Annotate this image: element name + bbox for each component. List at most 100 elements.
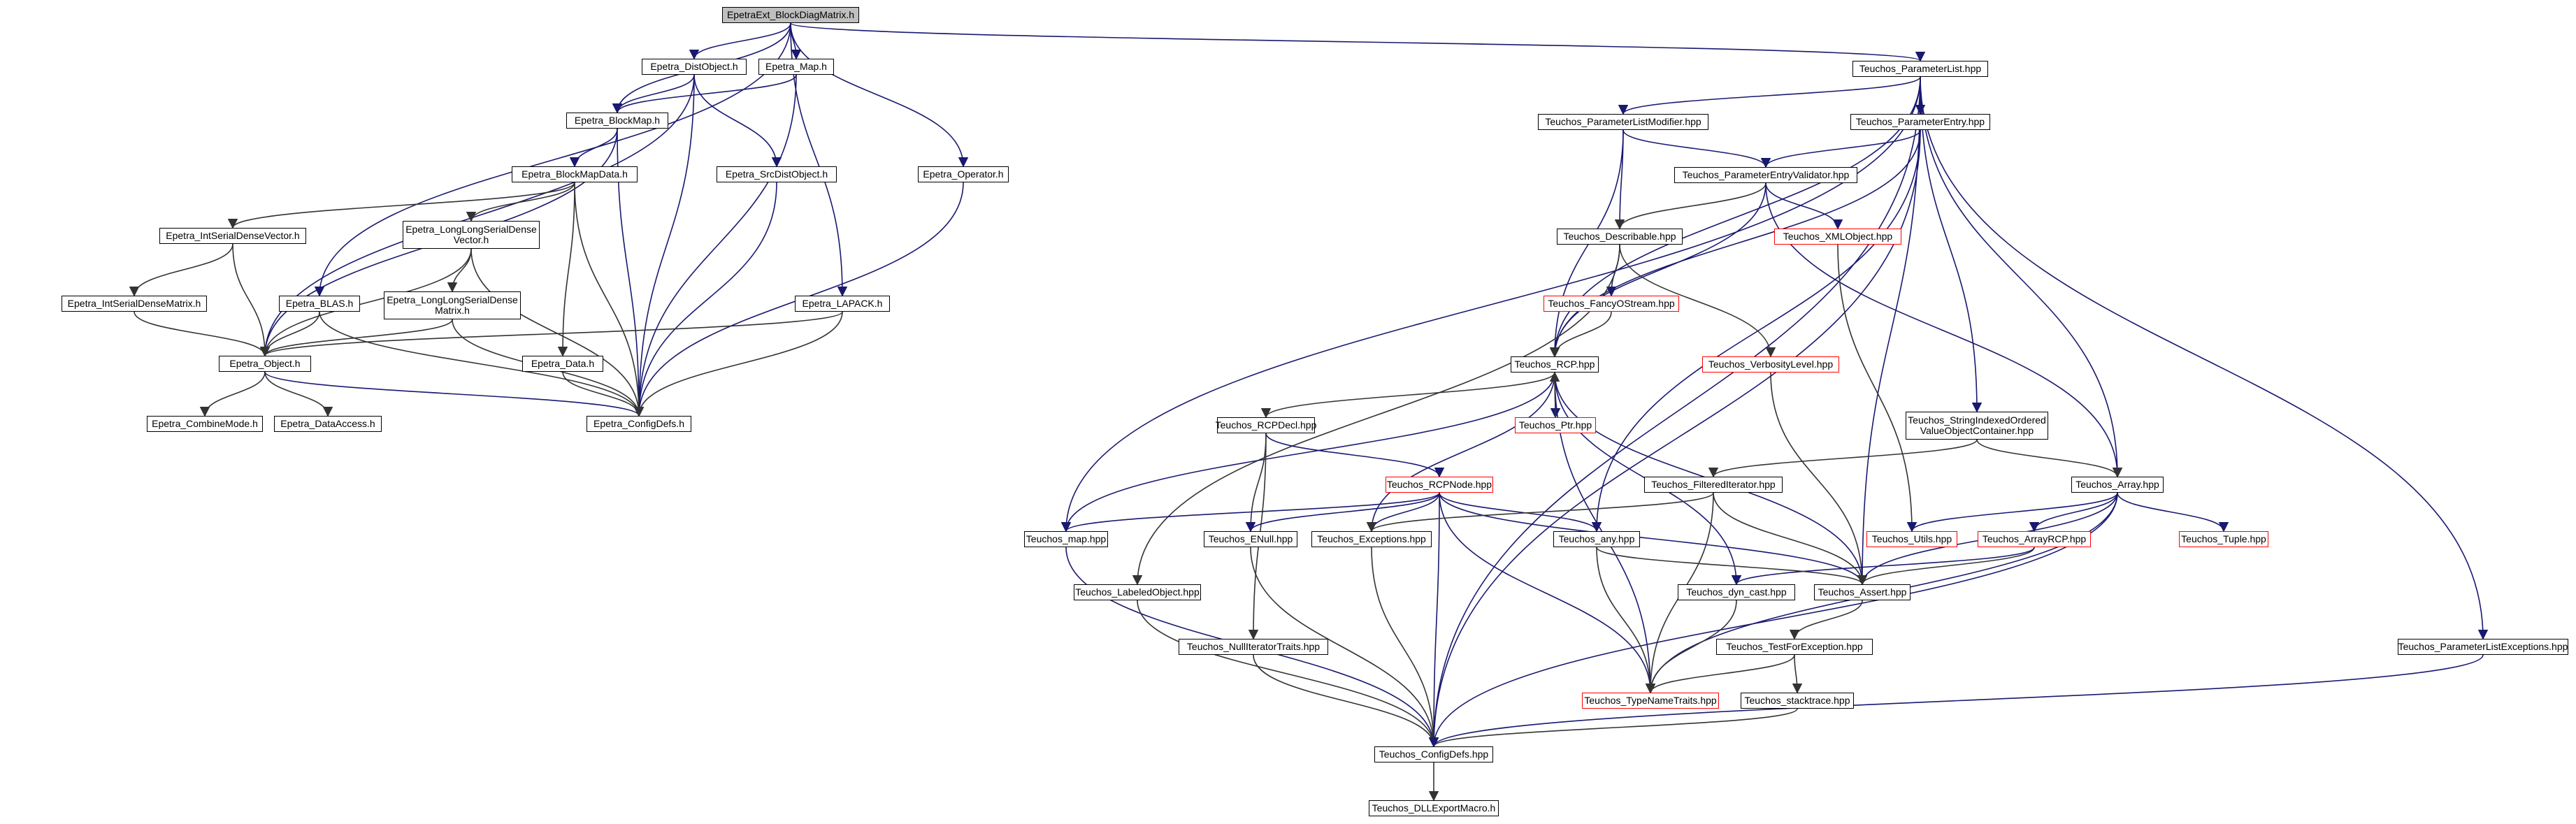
node-epetra-srcdistobject[interactable]: Epetra_SrcDistObject.h xyxy=(717,166,837,182)
edge-object-to-dataaccess xyxy=(264,371,333,417)
edge-plist-to-sio xyxy=(1920,76,1983,413)
edge-rcp-to-exc xyxy=(1366,372,1555,533)
node-epetra-longlongserialdensevector[interactable]: Epetra_LongLongSerialDense Vector.h xyxy=(403,221,540,249)
edge-array-to-utils xyxy=(1906,492,2118,533)
edge-intvec-to-object xyxy=(232,243,271,357)
edge-pentry-to-tconfig xyxy=(1428,129,1921,748)
node-epetra-blas[interactable]: Epetra_BLAS.h xyxy=(279,296,360,312)
edge-pev-to-desc xyxy=(1614,182,1766,230)
edge-arcp-to-dyncast xyxy=(1732,547,2035,586)
edge-array-to-arcp xyxy=(2029,492,2118,533)
node-teuchos-parameterentry[interactable]: Teuchos_ParameterEntry.hpp xyxy=(1850,114,1990,130)
node-teuchos-stringindexedorderedvalueobjectcontainer[interactable]: Teuchos_StringIndexedOrdered ValueObject… xyxy=(1906,412,2048,440)
node-teuchos-arrayrcp[interactable]: Teuchos_ArrayRCP.hpp xyxy=(1978,531,2091,547)
edge-blas-to-configdefs xyxy=(319,311,645,417)
node-teuchos-parameterlistmodifier[interactable]: Teuchos_ParameterListModifier.hpp xyxy=(1538,114,1708,130)
edge-root-to-distobj xyxy=(689,22,791,60)
edge-map-to-blockmap xyxy=(612,74,797,114)
node-teuchos-any[interactable]: Teuchos_any.hpp xyxy=(1553,531,1640,547)
node-teuchos-xmlobject[interactable]: Teuchos_XMLObject.hpp xyxy=(1774,229,1901,245)
node-teuchos-assert[interactable]: Teuchos_Assert.hpp xyxy=(1814,584,1911,600)
edge-testfor-to-stack xyxy=(1792,654,1803,694)
edge-stack-to-tconfig xyxy=(1429,708,1798,748)
node-epetra-blockmapdata[interactable]: Epetra_BlockMapData.h xyxy=(512,166,638,182)
node-epetra-combinemode[interactable]: Epetra_CombineMode.h xyxy=(147,416,263,432)
node-teuchos-verbositylevel[interactable]: Teuchos_VerbosityLevel.hpp xyxy=(1702,356,1839,373)
edge-plist-to-plistmod xyxy=(1618,76,1921,115)
node-epetra-configdefs[interactable]: Epetra_ConfigDefs.h xyxy=(587,416,691,432)
edge-intvec-to-intmat xyxy=(129,243,233,297)
edge-xml-to-utils xyxy=(1837,244,1917,533)
edge-root-to-blas xyxy=(314,22,791,297)
node-epetra-object[interactable]: Epetra_Object.h xyxy=(219,356,311,372)
node-teuchos-rcpdecl[interactable]: Teuchos_RCPDecl.hpp xyxy=(1216,417,1316,433)
node-teuchos-exceptions[interactable]: Teuchos_Exceptions.hpp xyxy=(1311,531,1432,547)
edge-sio-to-filt xyxy=(1708,439,1978,478)
node-teuchos-utils[interactable]: Teuchos_Utils.hpp xyxy=(1866,531,1957,547)
edge-llvec-to-object xyxy=(259,248,472,357)
node-teuchos-ptr[interactable]: Teuchos_Ptr.hpp xyxy=(1515,417,1596,433)
node-teuchos-rcpnode[interactable]: Teuchos_RCPNode.hpp xyxy=(1386,477,1493,493)
edge-rcp-to-tmap xyxy=(1060,372,1555,533)
node-teuchos-rcp[interactable]: Teuchos_RCP.hpp xyxy=(1511,356,1599,373)
node-teuchos-parameterlistexceptions[interactable]: Teuchos_ParameterListExceptions.hpp xyxy=(2398,639,2568,655)
edge-root-to-plist xyxy=(790,22,1925,62)
edge-srcdist-to-configdefs xyxy=(633,182,777,417)
edge-plist-to-tconfig xyxy=(1428,76,1921,748)
node-teuchos-fancyostream[interactable]: Teuchos_FancyOStream.hpp xyxy=(1544,296,1679,312)
node-epetra-map[interactable]: Epetra_Map.h xyxy=(758,59,834,75)
node-teuchos-array[interactable]: Teuchos_Array.hpp xyxy=(2071,477,2164,493)
edge-fancy-to-rcp xyxy=(1549,311,1612,358)
edge-plexc-to-tconfig xyxy=(1429,654,2484,748)
edge-nullit-to-tconfig xyxy=(1253,654,1439,748)
node-epetra-lapack[interactable]: Epetra_LAPACK.h xyxy=(795,296,890,312)
edge-rcpnode-to-assert xyxy=(1439,492,1868,586)
node-teuchos-testforexception[interactable]: Teuchos_TestForException.hpp xyxy=(1716,639,1873,655)
edge-enull-to-tconfig xyxy=(1250,547,1439,748)
edge-root-to-operator xyxy=(790,22,969,168)
edge-pentry-to-any xyxy=(1591,129,1921,533)
edge-rcpnode-to-tmap xyxy=(1061,492,1440,533)
node-teuchos-dllexportmacro[interactable]: Teuchos_DLLExportMacro.h xyxy=(1369,800,1499,816)
node-teuchos-filterediterator[interactable]: Teuchos_FilteredIterator.hpp xyxy=(1644,477,1783,493)
node-epetra-dataaccess[interactable]: Epetra_DataAccess.h xyxy=(274,416,382,432)
node-epetra-distobject[interactable]: Epetra_DistObject.h xyxy=(642,59,747,75)
edge-map-to-configdefs xyxy=(633,74,797,417)
node-epetra-data[interactable]: Epetra_Data.h xyxy=(522,356,603,372)
edge-rcp-to-rcpdecl xyxy=(1260,372,1555,419)
edge-blockmapdata-to-data xyxy=(557,182,575,357)
node-teuchos-stacktrace[interactable]: Teuchos_stacktrace.hpp xyxy=(1741,693,1854,709)
node-teuchos-configdefs[interactable]: Teuchos_ConfigDefs.hpp xyxy=(1374,746,1493,762)
node-teuchos-labeledobject[interactable]: Teuchos_LabeledObject.hpp xyxy=(1074,584,1201,600)
node-epetra-intserialdensematrix[interactable]: Epetra_IntSerialDenseMatrix.h xyxy=(62,296,207,312)
edge-pentry-to-pev xyxy=(1760,129,1921,168)
node-teuchos-parameterlist[interactable]: Teuchos_ParameterList.hpp xyxy=(1852,61,1988,77)
edge-plist-to-tmap xyxy=(1060,76,1921,533)
node-teuchos-nulliteratortraits[interactable]: Teuchos_NullIteratorTraits.hpp xyxy=(1179,639,1328,655)
node-epetra-blockmap[interactable]: Epetra_BlockMap.h xyxy=(566,113,668,129)
node-teuchos-typenametraits[interactable]: Teuchos_TypeNameTraits.hpp xyxy=(1582,693,1719,709)
node-teuchos-parameterentryvalidator[interactable]: Teuchos_ParameterEntryValidator.hpp xyxy=(1674,167,1857,183)
edge-rcpdecl-to-enull xyxy=(1245,433,1267,533)
edge-object-to-combinemode xyxy=(199,371,266,417)
edge-dyncast-to-typename xyxy=(1645,600,1737,694)
edge-distobj-to-srcdist xyxy=(693,74,782,168)
edge-distobj-to-configdefs xyxy=(633,74,695,417)
edge-lapack-to-object xyxy=(260,311,843,357)
edge-rcpnode-to-enull xyxy=(1245,492,1440,533)
node-teuchos-enull[interactable]: Teuchos_ENull.hpp xyxy=(1204,531,1297,547)
node-epetra-intserialdensevector[interactable]: Epetra_IntSerialDenseVector.h xyxy=(159,228,306,244)
node-teuchos-tuple[interactable]: Teuchos_Tuple.hpp xyxy=(2179,531,2268,547)
node-teuchos-dyncast[interactable]: Teuchos_dyn_cast.hpp xyxy=(1678,584,1795,600)
node-epetraext-blockdiagmatrix[interactable]: EpetraExt_BlockDiagMatrix.h xyxy=(722,7,859,23)
edge-rcpnode-to-any xyxy=(1439,492,1602,533)
node-epetra-operator[interactable]: Epetra_Operator.h xyxy=(918,166,1009,182)
node-teuchos-map[interactable]: Teuchos_map.hpp xyxy=(1024,531,1108,547)
edge-testfor-to-typename xyxy=(1645,654,1795,694)
node-epetra-longlongserialdensematrix[interactable]: Epetra_LongLongSerialDense Matrix.h xyxy=(384,291,521,319)
edge-verb-to-assert xyxy=(1770,372,1868,586)
edge-rcpdecl-to-rcpnode xyxy=(1265,433,1445,478)
edge-lapack-to-configdefs xyxy=(633,311,843,417)
node-teuchos-describable[interactable]: Teuchos_Describable.hpp xyxy=(1557,229,1683,245)
